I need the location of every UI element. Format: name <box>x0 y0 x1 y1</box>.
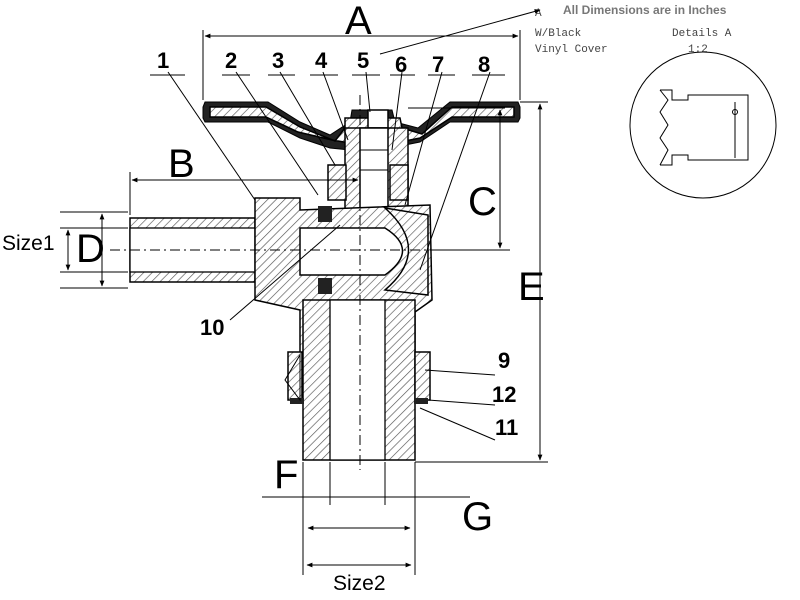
handle-vinyl-cover <box>202 101 521 151</box>
part-number-2: 2 <box>225 48 237 73</box>
size1-label: Size1 <box>2 232 55 255</box>
cover-line-1: W/Black <box>535 28 582 40</box>
details-scale: 1:2 <box>688 44 708 56</box>
size2-label: Size2 <box>333 572 386 595</box>
cover-line-2: Vinyl Cover <box>535 44 608 56</box>
valve-body <box>129 197 433 461</box>
part-number-3: 3 <box>272 48 284 73</box>
dimension-label-a: A <box>345 0 372 43</box>
part-number-11: 11 <box>495 415 518 440</box>
part-number-7: 7 <box>432 52 444 77</box>
detail-a-view <box>629 51 777 199</box>
dimension-label-g: G <box>462 495 493 539</box>
part-number-1: 1 <box>157 48 169 73</box>
part-number-4: 4 <box>315 48 328 73</box>
details-title: Details A <box>672 28 732 40</box>
dimension-label-d: D <box>76 227 105 271</box>
dimension-label-c: C <box>468 180 497 224</box>
stem-assembly <box>327 109 409 211</box>
note-prefix: A <box>535 8 542 20</box>
part-number-9: 9 <box>498 348 510 373</box>
dimension-label-e: E <box>518 265 545 309</box>
part-number-10: 10 <box>200 315 224 340</box>
dimension-label-b: B <box>168 142 195 186</box>
part-number-8: 8 <box>478 52 490 77</box>
part-number-5: 5 <box>357 48 369 73</box>
part-number-12: 12 <box>492 382 516 407</box>
dimensions-note: All Dimensions are in Inches <box>563 3 727 17</box>
dimension-label-f: F <box>274 453 298 497</box>
part-number-6: 6 <box>395 52 407 77</box>
